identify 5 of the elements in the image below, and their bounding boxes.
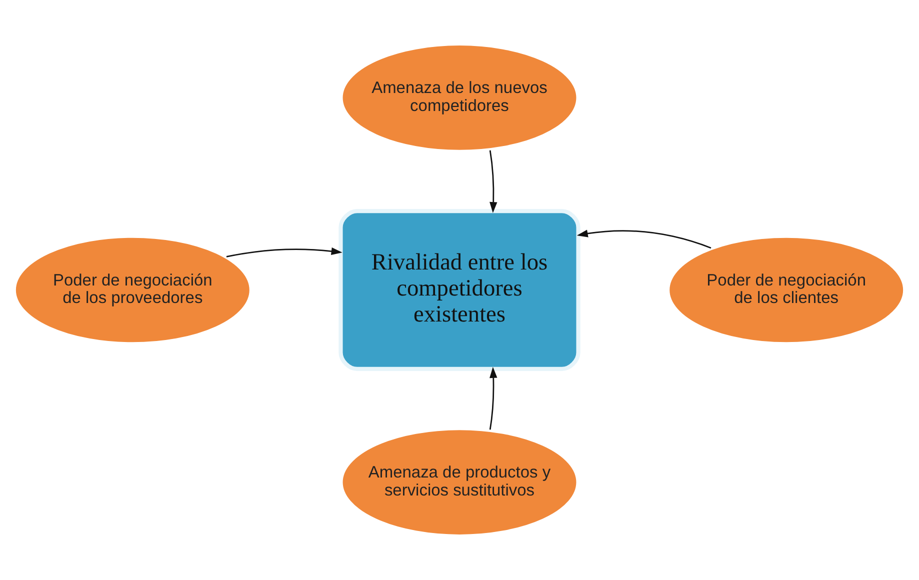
arrow (576, 230, 712, 249)
arrow (226, 247, 342, 258)
node-box: Rivalidad entre los competidores existentes (338, 208, 580, 372)
arrow (489, 366, 498, 430)
arrow (489, 150, 498, 214)
